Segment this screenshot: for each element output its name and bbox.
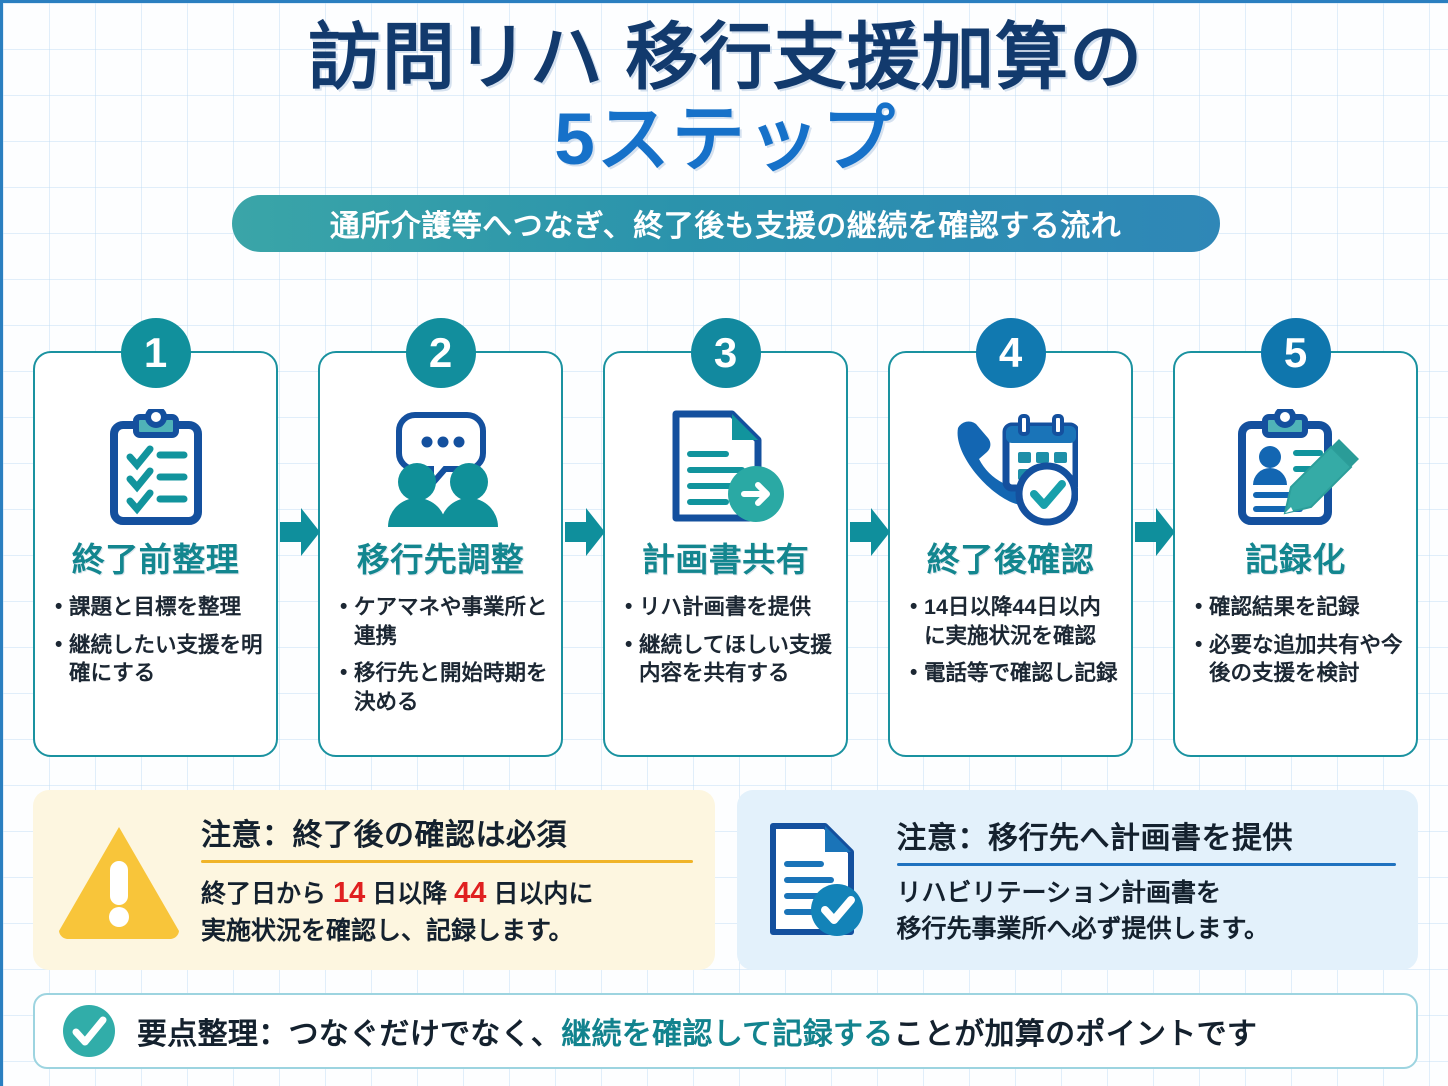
bullet-item: • ケアマネや事業所と連携 — [340, 593, 549, 650]
footer-text: 要点整理：つなぐだけでなく、継続を確認して記録することが加算のポイントです — [137, 1009, 1257, 1053]
note-info-title: 注意：移行先へ計画書を提供 — [896, 822, 1293, 855]
two-people-speech-bubble-icon — [377, 405, 505, 531]
flow-arrow-icon — [565, 508, 605, 556]
note-warning-body: 注意：終了後の確認は必須 終了日から 14 日以降 44 日以内に 実施状況を確… — [201, 810, 693, 950]
step-badge-2: 2 — [405, 318, 476, 388]
subtitle-banner: 通所介護等へつなぎ、終了後も支援の継続を確認する流れ — [231, 194, 1220, 252]
note-divider — [896, 863, 1396, 866]
step-card-3[interactable]: 3 計画書共有 • リハ計画書を提供 — [603, 318, 848, 757]
note-highlight-44: 44 — [454, 877, 487, 910]
step-bullets-4: • 14日以降44日以内に実施状況を確認 • 電話等で確認し記録 — [902, 593, 1119, 697]
step-title-5: 記録化 — [1245, 541, 1346, 578]
bullet-dot-icon: • — [55, 595, 63, 618]
step-bullets-3: • リハ計画書を提供 • 継続してほしい支援内容を共有する — [617, 593, 834, 697]
step-card-1[interactable]: 1 終了前整理 • 課題と目標を整理 — [33, 318, 278, 757]
bullet-dot-icon: • — [1195, 632, 1203, 656]
document-arrow-icon — [664, 405, 788, 531]
bullet-item: • 確認結果を記録 — [1195, 593, 1404, 622]
bullet-dot-icon: • — [55, 632, 63, 656]
page-title-line1: 訪問リハ 移行支援加算の — [307, 17, 1144, 98]
note-warning: 注意：終了後の確認は必須 終了日から 14 日以降 44 日以内に 実施状況を確… — [33, 790, 715, 970]
note-text-line2: 実施状況を確認し、記録します。 — [201, 917, 574, 946]
bullet-item: • リハ計画書を提供 — [625, 593, 834, 622]
phone-calendar-check-icon — [944, 405, 1078, 531]
step-card-5[interactable]: 5 — [1173, 318, 1418, 757]
flow-arrow-icon — [1135, 508, 1175, 556]
bullet-item: • 14日以降44日以内に実施状況を確認 — [910, 593, 1119, 650]
bullet-dot-icon: • — [625, 595, 633, 618]
step-bullets-5: • 確認結果を記録 • 必要な追加共有や今後の支援を検討 — [1187, 593, 1404, 697]
note-divider — [201, 860, 693, 864]
note-warning-text: 終了日から 14 日以降 44 日以内に 実施状況を確認し、記録します。 — [201, 873, 693, 950]
step-title-4: 終了後確認 — [926, 541, 1095, 578]
step-bullets-1: • 課題と目標を整理 • 継続したい支援を明確にする — [47, 593, 264, 697]
footer-part1: 要点整理：つなぐだけでなく、 — [137, 1018, 562, 1051]
note-info: 注意：移行先へ計画書を提供 リハビリテーション計画書を 移行先事業所へ必ず提供し… — [736, 790, 1418, 970]
step-title-1: 終了前整理 — [71, 541, 240, 578]
footer-highlight: 継続を確認して記録する — [561, 1018, 894, 1051]
bullet-item: • 課題と目標を整理 — [55, 593, 264, 622]
step-badge-3: 3 — [690, 318, 761, 388]
note-info-text: リハビリテーション計画書を 移行先事業所へ必ず提供します。 — [897, 876, 1397, 947]
steps-row: 1 終了前整理 • 課題と目標を整理 — [33, 318, 1418, 757]
note-text-segment: 終了日から — [201, 880, 333, 909]
step-badge-4: 4 — [975, 318, 1046, 388]
title-area: 訪問リハ 移行支援加算の 5ステップ 通所介護等へつなぎ、終了後も支援の継続を確… — [3, 3, 1448, 252]
note-text-segment: 日以内に — [486, 880, 594, 909]
document-check-icon — [759, 820, 879, 940]
bullet-dot-icon: • — [910, 595, 918, 618]
step-card-4[interactable]: 4 — [888, 318, 1133, 757]
bullet-dot-icon: • — [1195, 595, 1203, 618]
check-circle-icon — [61, 1003, 117, 1059]
note-info-body: 注意：移行先へ計画書を提供 リハビリテーション計画書を 移行先事業所へ必ず提供し… — [896, 813, 1397, 947]
note-text-line2: 移行先事業所へ必ず提供します。 — [896, 914, 1270, 943]
step-badge-5: 5 — [1260, 318, 1331, 388]
bullet-item: • 移行先と開始時期を決める — [340, 659, 549, 716]
bullet-dot-icon: • — [625, 632, 633, 656]
bullet-item: • 継続したい支援を明確にする — [55, 631, 264, 688]
step-title-2: 移行先調整 — [356, 541, 525, 578]
bullet-item: • 継続してほしい支援内容を共有する — [625, 631, 834, 688]
warning-triangle-icon — [55, 821, 183, 939]
bullet-item: • 必要な追加共有や今後の支援を検討 — [1195, 631, 1404, 688]
bullet-item: • 電話等で確認し記録 — [910, 659, 1119, 688]
notes-row: 注意：終了後の確認は必須 終了日から 14 日以降 44 日以内に 実施状況を確… — [33, 790, 1418, 970]
flow-arrow-icon — [850, 508, 890, 556]
footer-part2: ことが加算のポイントです — [893, 1018, 1258, 1051]
clipboard-person-pencil-icon — [1230, 405, 1362, 531]
note-text-line1: リハビリテーション計画書を — [896, 879, 1222, 907]
clipboard-checklist-icon — [104, 405, 208, 531]
page-title-line2: 5ステップ — [554, 98, 897, 180]
note-text-segment: 日以降 — [365, 880, 455, 909]
note-warning-title: 注意：終了後の確認は必須 — [201, 819, 567, 853]
step-badge-1: 1 — [120, 318, 191, 388]
bullet-dot-icon: • — [340, 661, 348, 685]
note-highlight-14: 14 — [332, 877, 366, 910]
flow-arrow-icon — [280, 508, 320, 556]
step-title-3: 計画書共有 — [641, 541, 810, 578]
bullet-dot-icon: • — [910, 661, 918, 685]
footer-summary-bar: 要点整理：つなぐだけでなく、継続を確認して記録することが加算のポイントです — [33, 993, 1418, 1069]
step-bullets-2: • ケアマネや事業所と連携 • 移行先と開始時期を決める — [332, 593, 549, 725]
bullet-dot-icon: • — [340, 595, 348, 618]
step-card-2[interactable]: 2 移行先調整 • ケアマネや事業所と連携 — [318, 318, 563, 757]
